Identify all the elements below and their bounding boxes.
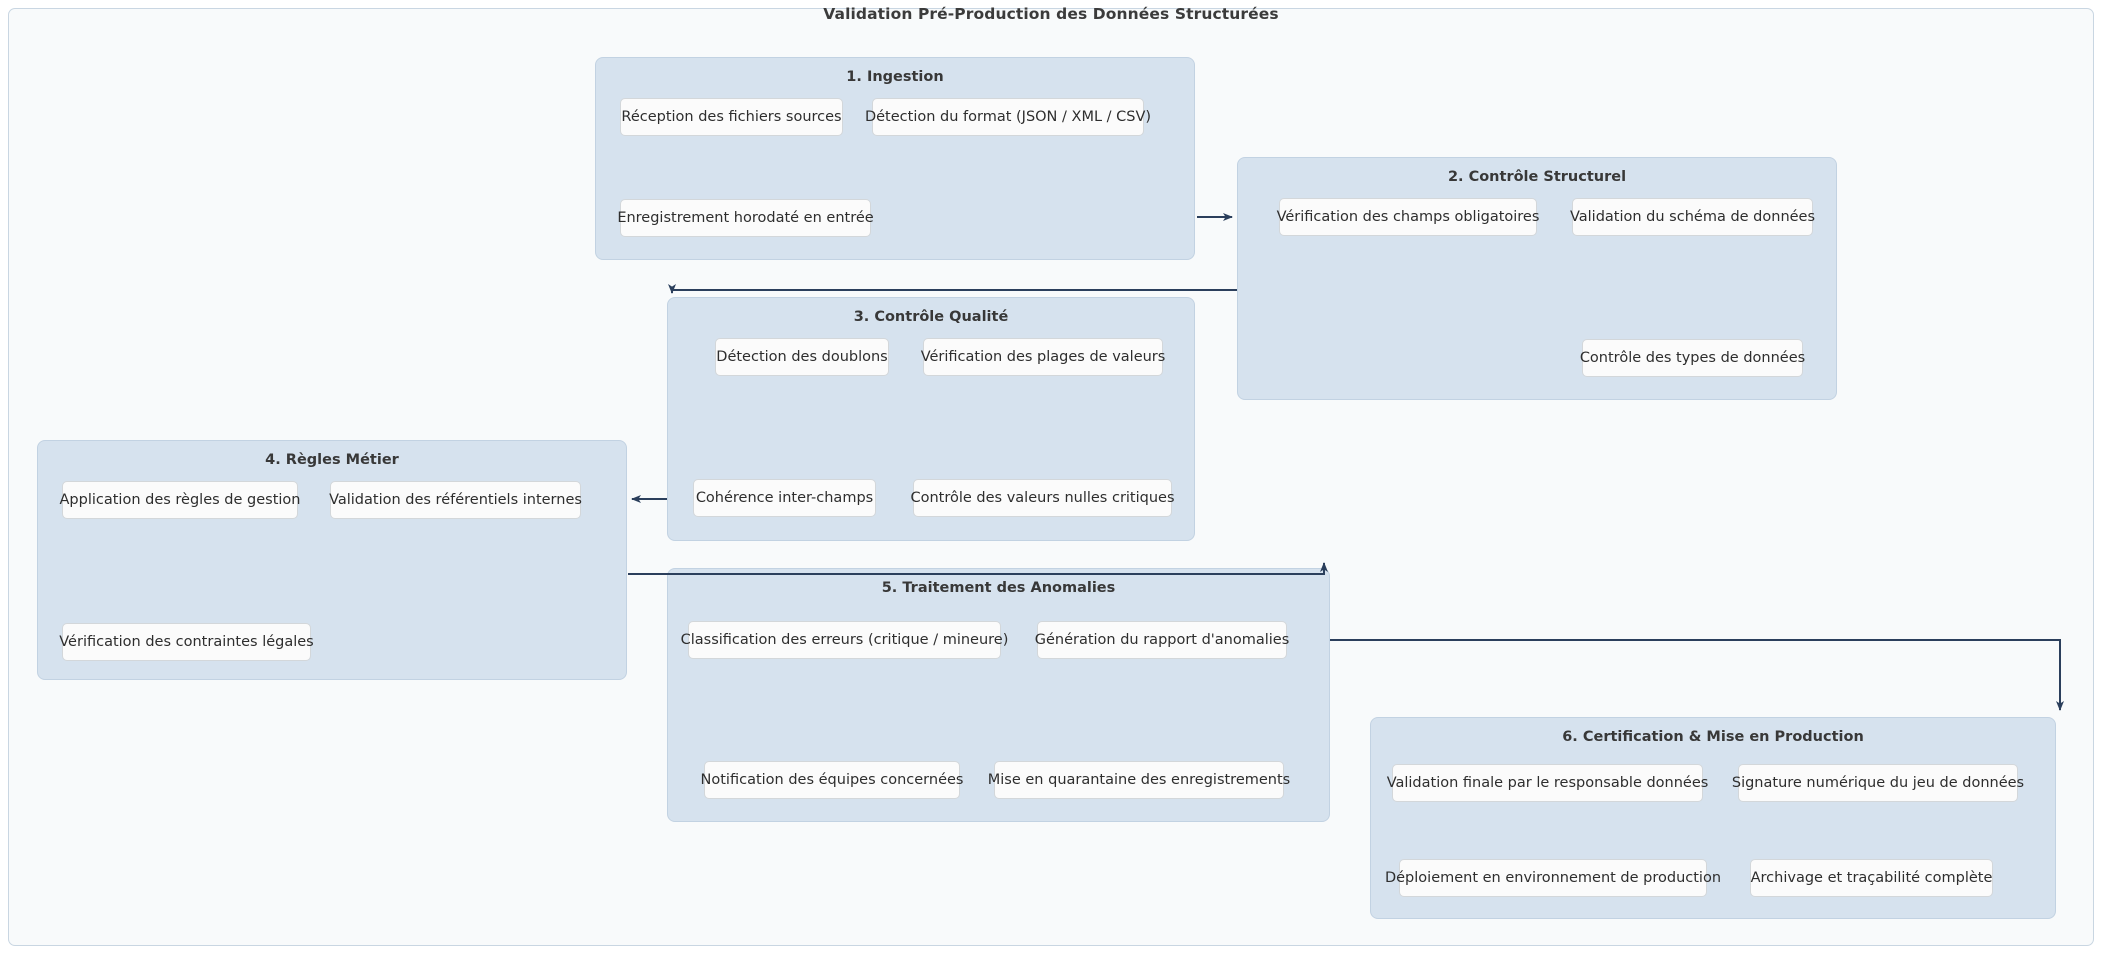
node-controle-types-donnees[interactable]: Contrôle des types de données	[1580, 339, 1805, 377]
cluster-title-traitement-anomalies: 5. Traitement des Anomalies	[881, 580, 1116, 596]
node-validation-schema-donnees[interactable]: Validation du schéma de données	[1570, 198, 1815, 236]
node-validation-referentiels-internes[interactable]: Validation des référentiels internes	[329, 481, 582, 519]
cluster-title-controle-qualite: 3. Contrôle Qualité	[853, 309, 1009, 325]
node-verification-plages-valeurs[interactable]: Vérification des plages de valeurs	[921, 338, 1165, 376]
node-generation-rapport-anomalies[interactable]: Génération du rapport d'anomalies	[1035, 621, 1289, 659]
node-detection-doublons[interactable]: Détection des doublons	[715, 338, 889, 376]
node-enregistrement-horodate[interactable]: Enregistrement horodaté en entrée	[617, 199, 874, 237]
node-application-regles-gestion[interactable]: Application des règles de gestion	[60, 481, 301, 519]
node-signature-numerique[interactable]: Signature numérique du jeu de données	[1732, 764, 2024, 802]
node-notification-equipes[interactable]: Notification des équipes concernées	[701, 761, 963, 799]
node-coherence-inter-champs[interactable]: Cohérence inter-champs	[693, 479, 876, 517]
cluster-title-certification-production: 6. Certification & Mise en Production	[1562, 729, 1864, 745]
cluster-title-controle-structurel: 2. Contrôle Structurel	[1447, 169, 1627, 185]
diagram-title: Validation Pré-Production des Données St…	[823, 5, 1279, 23]
node-verification-contraintes-legales[interactable]: Vérification des contraintes légales	[59, 623, 314, 661]
node-reception-fichiers-sources[interactable]: Réception des fichiers sources	[620, 98, 843, 136]
node-verification-champs-obligatoires[interactable]: Vérification des champs obligatoires	[1277, 198, 1539, 236]
node-deploiement-production[interactable]: Déploiement en environnement de producti…	[1385, 859, 1721, 897]
node-validation-finale-responsable[interactable]: Validation finale par le responsable don…	[1387, 764, 1708, 802]
node-mise-en-quarantaine[interactable]: Mise en quarantaine des enregistrements	[988, 761, 1290, 799]
cluster-title-ingestion: 1. Ingestion	[846, 69, 944, 85]
node-archivage-tracabilite[interactable]: Archivage et traçabilité complète	[1750, 859, 1993, 897]
node-controle-valeurs-nulles[interactable]: Contrôle des valeurs nulles critiques	[910, 479, 1175, 517]
node-classification-erreurs[interactable]: Classification des erreurs (critique / m…	[681, 621, 1008, 659]
cluster-title-regles-metier: 4. Règles Métier	[265, 452, 399, 468]
node-detection-format[interactable]: Détection du format (JSON / XML / CSV)	[865, 98, 1151, 136]
